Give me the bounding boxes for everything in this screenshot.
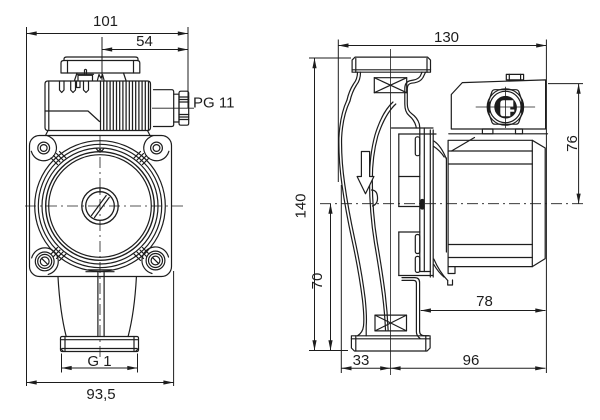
svg-text:PG 11: PG 11 [193,95,234,112]
svg-text:96: 96 [463,352,480,369]
svg-text:70: 70 [309,273,326,290]
svg-text:54: 54 [136,33,153,50]
svg-text:93,5: 93,5 [86,386,115,403]
svg-text:140: 140 [293,193,310,218]
svg-text:101: 101 [93,13,118,30]
svg-text:G 1: G 1 [87,353,111,370]
svg-text:33: 33 [353,352,370,369]
svg-text:130: 130 [434,29,459,46]
svg-text:76: 76 [564,135,581,152]
svg-text:78: 78 [476,293,493,310]
